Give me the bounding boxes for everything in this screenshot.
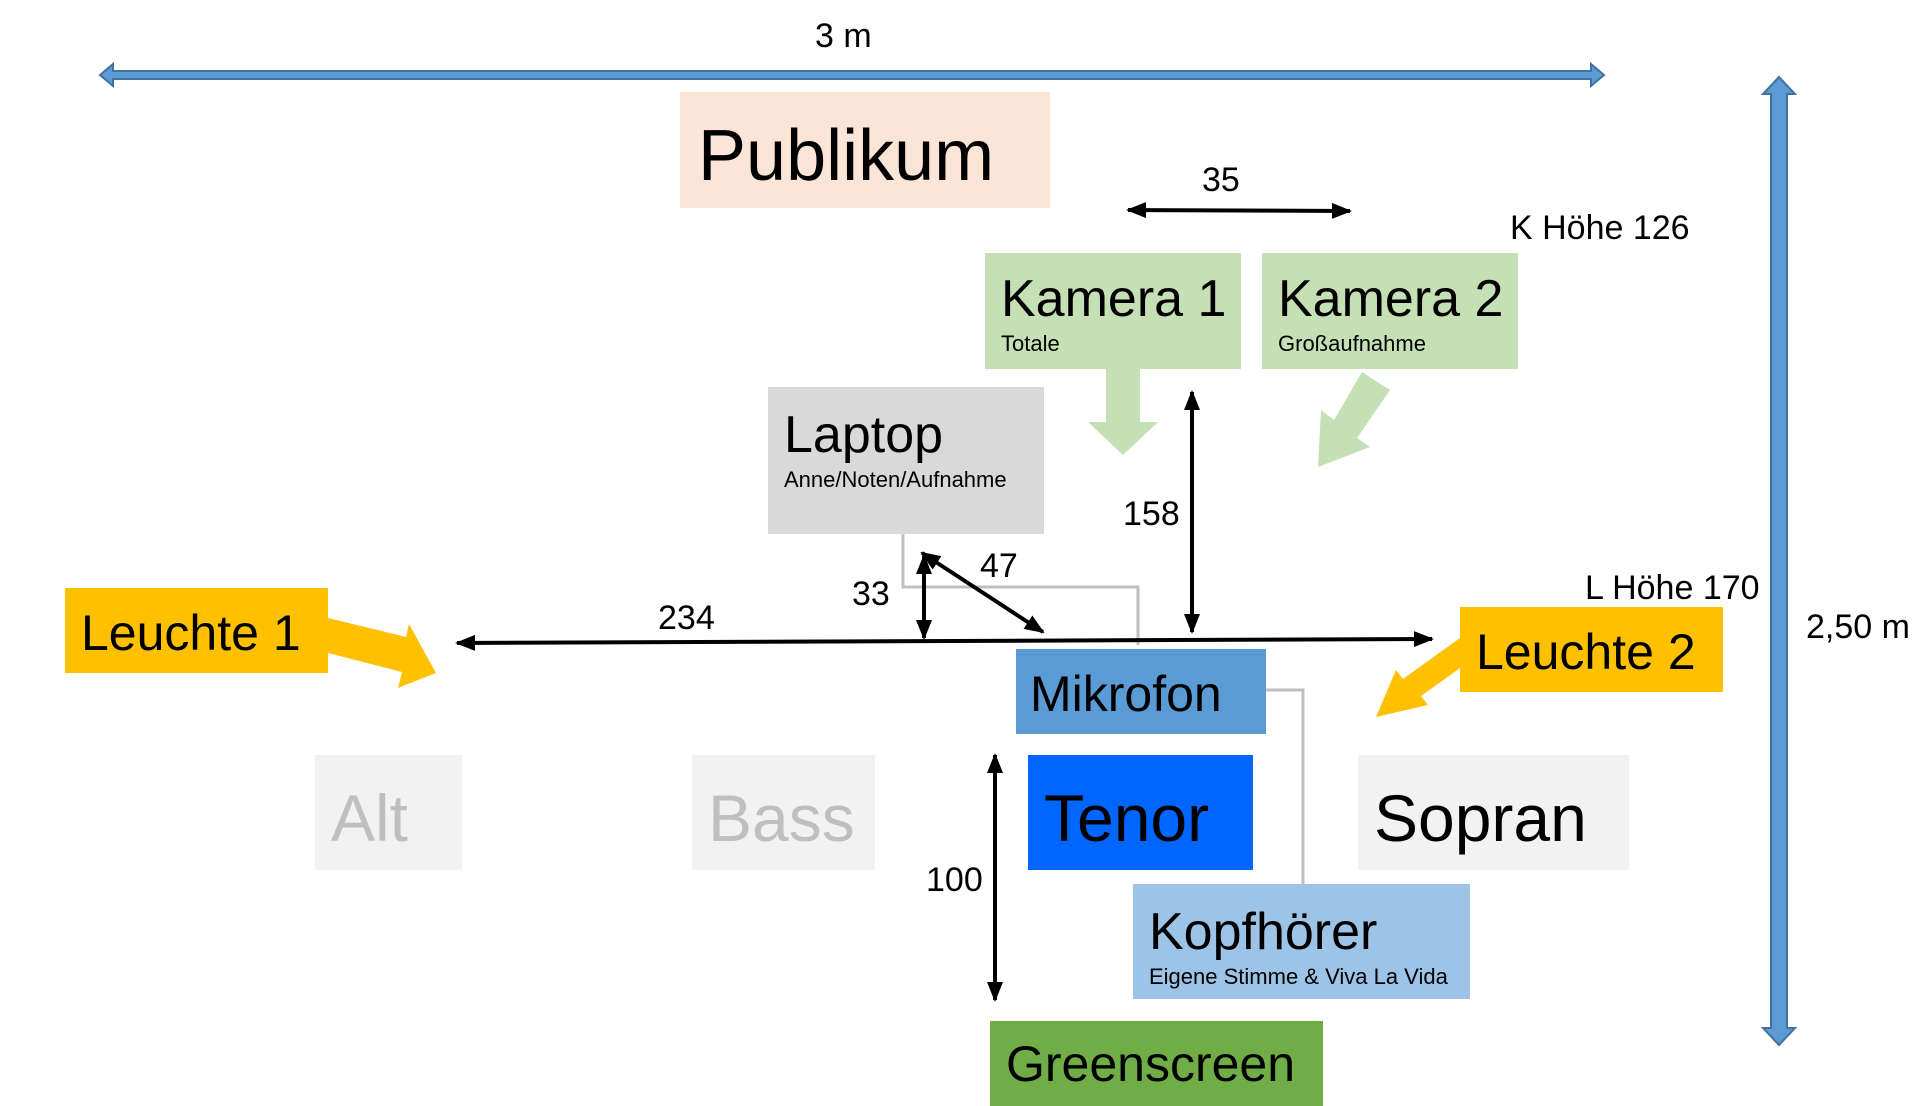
mikrofon-label: Mikrofon: [1030, 666, 1222, 722]
laptop-label: Laptop Anne/Noten/Aufnahme: [784, 409, 1007, 491]
greenscreen-label: Greenscreen: [1006, 1036, 1296, 1092]
laptop-diagonal-label: 47: [980, 547, 1018, 585]
sopran-box: Sopran: [1358, 755, 1629, 870]
laptop-diagonal-arrow: [920, 551, 1045, 634]
alt-box: Alt: [315, 755, 462, 870]
height-dimension-arrow: [1760, 75, 1798, 1047]
kamera-2-title: Kamera 2: [1278, 270, 1504, 328]
tenor-label: Tenor: [1044, 781, 1210, 855]
leuchte-1-box: Leuchte 1: [65, 588, 328, 673]
kopfhoerer-subtitle: Eigene Stimme & Viva La Vida: [1149, 964, 1448, 989]
kopfhoerer-label: Kopfhörer Eigene Stimme & Viva La Vida: [1149, 906, 1448, 988]
singer-to-screen-label: 100: [926, 861, 983, 899]
kamera-2-subtitle: Großaufnahme: [1278, 331, 1426, 356]
publikum-box: Publikum: [680, 92, 1050, 208]
kamera-2-box: Kamera 2 Großaufnahme: [1262, 253, 1518, 369]
leuchte-2-label: Leuchte 2: [1476, 624, 1696, 680]
leuchte-1-direction-arrow: [328, 618, 436, 688]
light-span-arrow: [455, 631, 1434, 651]
kopfhoerer-title: Kopfhörer: [1149, 903, 1378, 961]
kamera-1-label: Kamera 1 Totale: [1001, 273, 1226, 355]
leuchte-2-box: Leuchte 2: [1460, 607, 1723, 692]
mic-headphone-cable: [1265, 688, 1305, 885]
alt-label: Alt: [331, 781, 409, 855]
width-dimension-arrow: [98, 61, 1606, 89]
kamera-2-direction-arrow: [1318, 372, 1390, 467]
mikrofon-box: Mikrofon: [1016, 649, 1266, 734]
kamera-2-label: Kamera 2 Großaufnahme: [1278, 273, 1503, 355]
laptop-vertical-label: 33: [852, 575, 890, 613]
width-label: 3 m: [815, 17, 872, 55]
bass-label: Bass: [708, 781, 855, 855]
greenscreen-box: Greenscreen: [990, 1021, 1323, 1106]
tenor-box: Tenor: [1028, 755, 1253, 870]
leuchte-1-label: Leuchte 1: [81, 605, 301, 661]
kamera-1-direction-arrow: [1088, 369, 1158, 455]
sopran-label: Sopran: [1374, 781, 1587, 855]
laptop-title: Laptop: [784, 406, 944, 464]
kamera-1-subtitle: Totale: [1001, 331, 1060, 356]
laptop-subtitle: Anne/Noten/Aufnahme: [784, 467, 1007, 492]
kamera-1-box: Kamera 1 Totale: [985, 253, 1241, 369]
kamera-1-title: Kamera 1: [1001, 270, 1227, 328]
leuchte-2-direction-arrow: [1376, 638, 1460, 717]
bass-box: Bass: [692, 755, 875, 870]
publikum-label: Publikum: [698, 116, 995, 196]
kamera-spacing-arrow: [1126, 202, 1352, 219]
light-span-label: 234: [658, 599, 715, 637]
height-label: 2,50 m: [1806, 608, 1910, 646]
camera-to-mic-label: 158: [1123, 495, 1180, 533]
kopfhoerer-box: Kopfhörer Eigene Stimme & Viva La Vida: [1133, 884, 1470, 999]
laptop-box: Laptop Anne/Noten/Aufnahme: [768, 387, 1044, 534]
camera-spacing-label: 35: [1202, 161, 1240, 199]
light-height-label: L Höhe 170: [1585, 569, 1760, 607]
camera-height-label: K Höhe 126: [1510, 209, 1690, 247]
